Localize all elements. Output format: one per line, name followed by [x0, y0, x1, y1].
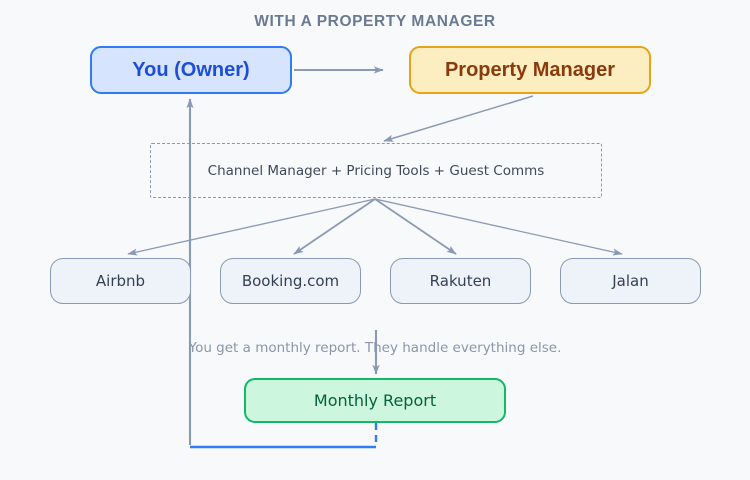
node-channel-rakuten[interactable]: Rakuten	[390, 258, 531, 304]
page-title: WITH A PROPERTY MANAGER	[254, 13, 496, 30]
node-property-manager[interactable]: Property Manager	[409, 46, 651, 94]
edge-manager-to-tools	[383, 95, 534, 142]
node-channel-booking[interactable]: Booking.com	[220, 258, 361, 304]
edge-tools-to-rakuten	[374, 198, 457, 255]
node-owner[interactable]: You (Owner)	[90, 46, 292, 94]
node-monthly-report[interactable]: Monthly Report	[244, 378, 506, 423]
node-tools[interactable]: Channel Manager + Pricing Tools + Guest …	[150, 143, 602, 198]
diagram-caption: You get a monthly report. They handle ev…	[188, 340, 562, 356]
edge-tools-to-booking	[293, 198, 376, 255]
edge-tools-to-airbnb	[127, 198, 376, 256]
node-channel-airbnb[interactable]: Airbnb	[50, 258, 191, 304]
node-channel-jalan[interactable]: Jalan	[560, 258, 701, 304]
edge-tools-to-jalan	[374, 198, 623, 256]
